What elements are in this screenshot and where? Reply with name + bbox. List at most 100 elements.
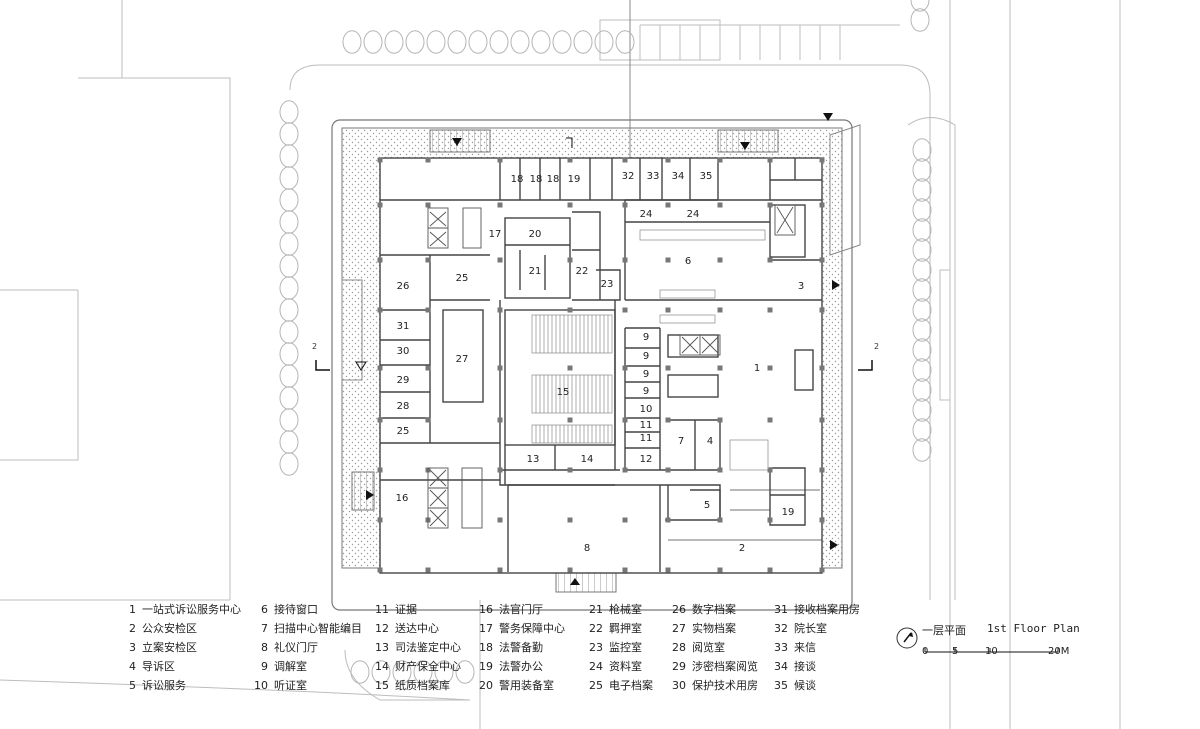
legend-number: 34 [774, 660, 788, 673]
tree-icon [912, 358, 932, 382]
legend-room-name: 证据 [395, 603, 417, 616]
scale-label-10: 10 [985, 646, 998, 657]
tree-icon [912, 378, 932, 402]
column-marker [622, 157, 628, 163]
room-label-r2: 2 [739, 543, 745, 554]
room-label-r28: 28 [397, 401, 410, 412]
legend-number: 22 [589, 622, 603, 635]
tree-icon [912, 178, 932, 202]
column-marker [567, 467, 573, 473]
room-label-r30: 30 [397, 346, 410, 357]
tree-icon [279, 254, 299, 278]
column-marker [497, 417, 503, 423]
legend-room-name: 数字档案 [692, 603, 736, 616]
legend-number: 3 [129, 641, 136, 654]
tree-icon [413, 660, 433, 684]
room-label-r34: 34 [672, 171, 685, 182]
legend-number: 24 [589, 660, 603, 673]
legend-room-name: 枪械室 [609, 603, 642, 616]
column-marker [717, 417, 723, 423]
column-marker [425, 202, 431, 208]
legend-room-name: 听证室 [274, 679, 307, 692]
column-marker [425, 365, 431, 371]
column-marker [567, 307, 573, 313]
column-marker [767, 567, 773, 573]
tree-icon [573, 30, 593, 54]
tree-icon [279, 452, 299, 476]
north-arrow-icon [896, 627, 918, 649]
column-marker [567, 517, 573, 523]
legend-number: 32 [774, 622, 788, 635]
legend-number: 23 [589, 641, 603, 654]
tree-icon [531, 30, 551, 54]
room-label-r17: 17 [489, 229, 502, 240]
tree-icon [279, 386, 299, 410]
section-marks [315, 137, 873, 371]
room-label-r19a: 19 [568, 174, 581, 185]
column-marker [497, 517, 503, 523]
building-walls [379, 157, 823, 574]
room-label-r24a: 24 [640, 209, 653, 220]
column-marker [622, 467, 628, 473]
room-label-r7: 7 [678, 436, 684, 447]
tree-icon [279, 430, 299, 454]
tree-icon [279, 364, 299, 388]
room-label-r35: 35 [700, 171, 713, 182]
column-marker [767, 467, 773, 473]
legend-number: 35 [774, 679, 788, 692]
tree-icon [447, 30, 467, 54]
column-marker [819, 307, 825, 313]
column-marker [717, 257, 723, 263]
elevator-cores [427, 204, 796, 529]
legend-room-name: 调解室 [274, 660, 307, 673]
room-label-r6: 6 [685, 256, 691, 267]
column-marker [819, 517, 825, 523]
column-marker [497, 467, 503, 473]
legend-room-name: 羁押室 [609, 622, 642, 635]
legend-room-name: 接待窗口 [274, 603, 318, 616]
column-marker [622, 257, 628, 263]
room-label-r18a: 18 [511, 174, 524, 185]
column-marker [567, 157, 573, 163]
legend-number: 11 [375, 603, 389, 616]
room-label-r32: 32 [622, 171, 635, 182]
column-marker [717, 202, 723, 208]
section-mark-right: 2 [874, 342, 879, 351]
column-marker [819, 202, 825, 208]
legend-room-name: 扫描中心智能编目 [274, 622, 362, 635]
room-label-r27: 27 [456, 354, 469, 365]
column-marker [567, 365, 573, 371]
tree-icon [371, 660, 391, 684]
column-marker [819, 257, 825, 263]
column-marker [665, 567, 671, 573]
tree-icon [279, 166, 299, 190]
tree-icon [455, 660, 475, 684]
tree-icon [912, 438, 932, 462]
legend-room-name: 警用装备室 [499, 679, 554, 692]
legend-number: 9 [261, 660, 268, 673]
tree-icon [279, 232, 299, 256]
tree-icon [279, 144, 299, 168]
tree-icon [912, 138, 932, 162]
legend-number: 19 [479, 660, 493, 673]
column-marker [819, 567, 825, 573]
legend-item: 22 羁押室 [587, 619, 653, 638]
legend-room-name: 司法鉴定中心 [395, 641, 461, 654]
column-marker [622, 567, 628, 573]
